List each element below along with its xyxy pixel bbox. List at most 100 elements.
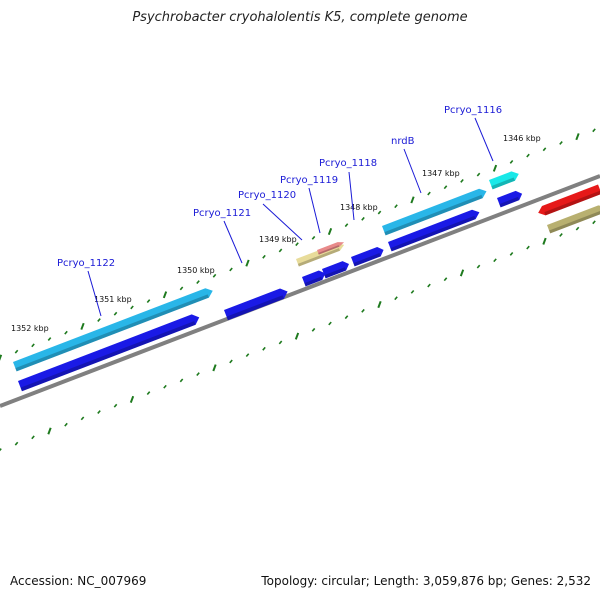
outer-scale-minor-tick — [113, 311, 118, 316]
genome-title: Psychrobacter cryohalolentis K5, complet… — [132, 10, 468, 25]
outer-scale-minor-tick — [542, 147, 547, 152]
gene-right-red[interactable] — [538, 184, 600, 216]
inner-scale-minor-tick — [196, 372, 200, 377]
outer-scale-minor-tick — [460, 178, 464, 183]
kbp-label-1350: 1350 kbp — [177, 266, 215, 275]
outer-scale-minor-tick — [179, 286, 184, 291]
outer-scale-minor-tick — [559, 141, 563, 145]
inner-scale-minor-tick — [229, 359, 233, 364]
outer-scale-major-tick — [80, 322, 85, 330]
gene-label-pcryo-1120[interactable]: Pcryo_1120 — [238, 190, 296, 201]
inner-scale-major-tick — [47, 427, 52, 435]
outer-scale-minor-tick — [130, 305, 134, 310]
outer-scale-minor-tick — [47, 337, 52, 341]
gene-pcryo-1122-outer-shade — [15, 294, 209, 372]
kbp-label-1347: 1347 kbp — [422, 169, 460, 178]
gene-pcryo-1116-outer-shade — [491, 177, 515, 190]
gene-pcryo-1119-outer[interactable] — [317, 242, 345, 255]
inner-scale-minor-tick — [14, 441, 19, 446]
outer-scale-major-tick — [245, 259, 250, 267]
outer-scale-minor-tick — [295, 242, 299, 247]
outer-scale-minor-tick — [262, 254, 266, 259]
outer-scale-minor-tick — [427, 191, 431, 196]
gene-pcryo-1121-inner-shade — [226, 295, 284, 321]
inner-scale-major-tick — [294, 332, 300, 340]
outer-scale-minor-tick — [64, 330, 68, 335]
outer-scale-minor-tick — [394, 204, 398, 209]
leader-pcryo-1116 — [474, 117, 494, 162]
gene-pcryo-1119-inner-shade — [324, 267, 347, 279]
inner-scale-major-tick — [459, 269, 465, 277]
outer-scale-minor-tick — [361, 216, 365, 221]
kbp-label-1352: 1352 kbp — [11, 324, 49, 333]
outer-scale-minor-tick — [509, 160, 514, 164]
gene-pcryo-1116-outer[interactable] — [489, 171, 519, 190]
gene-pcryo-1118-inner[interactable] — [351, 246, 384, 267]
gene-pcryo-1122-inner[interactable] — [18, 314, 200, 392]
outer-scale-major-tick — [162, 291, 168, 299]
genome-summary-text: Topology: circular; Length: 3,059,876 bp… — [261, 574, 591, 588]
outer-scale-minor-tick — [311, 235, 316, 240]
gene-pcryo-1122-inner-shade — [20, 321, 196, 392]
gene-label-pcryo-1122[interactable]: Pcryo_1122 — [57, 258, 115, 269]
inner-scale-minor-tick — [64, 422, 68, 427]
inner-scale-minor-tick — [443, 277, 448, 282]
leader-pcryo-1118 — [348, 171, 355, 221]
kbp-label-1346: 1346 kbp — [503, 134, 541, 143]
gene-pcryo-1116-inner[interactable] — [497, 190, 523, 208]
gene-pcryo-1120-inner[interactable] — [302, 270, 326, 287]
inner-scale-minor-tick — [0, 448, 2, 452]
gene-pcryo-1122-outer[interactable] — [13, 288, 213, 372]
gene-label-pcryo-1121[interactable]: Pcryo_1121 — [193, 208, 251, 219]
inner-scale-minor-tick — [476, 264, 481, 269]
outer-scale-minor-tick — [377, 210, 382, 215]
inner-scale-minor-tick — [526, 245, 530, 250]
gene-pcryo-1119-inner[interactable] — [322, 261, 350, 279]
outer-scale-minor-tick — [146, 299, 151, 303]
inner-scale-minor-tick — [113, 403, 118, 408]
leader-pcryo-1120 — [262, 203, 303, 241]
inner-scale-minor-tick — [410, 289, 415, 294]
gene-label-nrdb[interactable]: nrdB — [391, 136, 415, 147]
gene-pcryo-1121-inner[interactable] — [224, 288, 288, 321]
leader-nrdb — [403, 148, 422, 194]
kbp-label-1351: 1351 kbp — [94, 295, 132, 304]
outer-scale-minor-tick — [592, 128, 596, 133]
kbp-label-1348: 1348 kbp — [340, 203, 378, 212]
inner-scale-minor-tick — [427, 283, 431, 288]
outer-scale-major-tick — [410, 196, 415, 204]
outer-scale-major-tick — [0, 354, 3, 361]
gene-label-pcryo-1119[interactable]: Pcryo_1119 — [280, 175, 338, 186]
inner-scale-major-tick — [542, 237, 547, 245]
inner-scale-major-tick — [129, 395, 135, 403]
inner-scale-minor-tick — [592, 220, 596, 225]
outer-scale-minor-tick — [443, 185, 448, 190]
inner-scale-minor-tick — [344, 315, 349, 320]
gene-nrdb-inner[interactable] — [388, 209, 480, 252]
gene-nrdb-inner-shade — [390, 215, 476, 252]
inner-scale-minor-tick — [328, 321, 332, 326]
inner-scale-minor-tick — [97, 410, 101, 414]
gene-right-olive[interactable] — [547, 205, 600, 234]
inner-scale-minor-tick — [179, 378, 184, 383]
gene-label-pcryo-1118[interactable]: Pcryo_1118 — [319, 158, 377, 169]
gene-pcryo-1120-inner-shade — [304, 276, 323, 287]
leader-pcryo-1121 — [223, 220, 243, 264]
inner-scale-minor-tick — [262, 346, 266, 351]
inner-scale-minor-tick — [245, 353, 250, 358]
inner-scale-minor-tick — [575, 226, 580, 231]
outer-scale-major-tick — [575, 133, 580, 141]
outer-scale-minor-tick — [229, 267, 233, 272]
outer-scale-major-tick — [327, 227, 333, 236]
gene-nrdb-outer[interactable] — [382, 188, 487, 236]
inner-scale-major-tick — [212, 364, 217, 372]
outer-scale-major-tick — [492, 164, 498, 172]
outer-scale-minor-tick — [278, 248, 283, 253]
inner-scale-minor-tick — [559, 233, 563, 237]
genome-backbone — [0, 174, 600, 408]
inner-scale-major-tick — [377, 300, 382, 309]
inner-scale-minor-tick — [80, 416, 85, 421]
gene-right-red-shade — [544, 190, 600, 216]
gene-label-pcryo-1116[interactable]: Pcryo_1116 — [444, 105, 502, 116]
